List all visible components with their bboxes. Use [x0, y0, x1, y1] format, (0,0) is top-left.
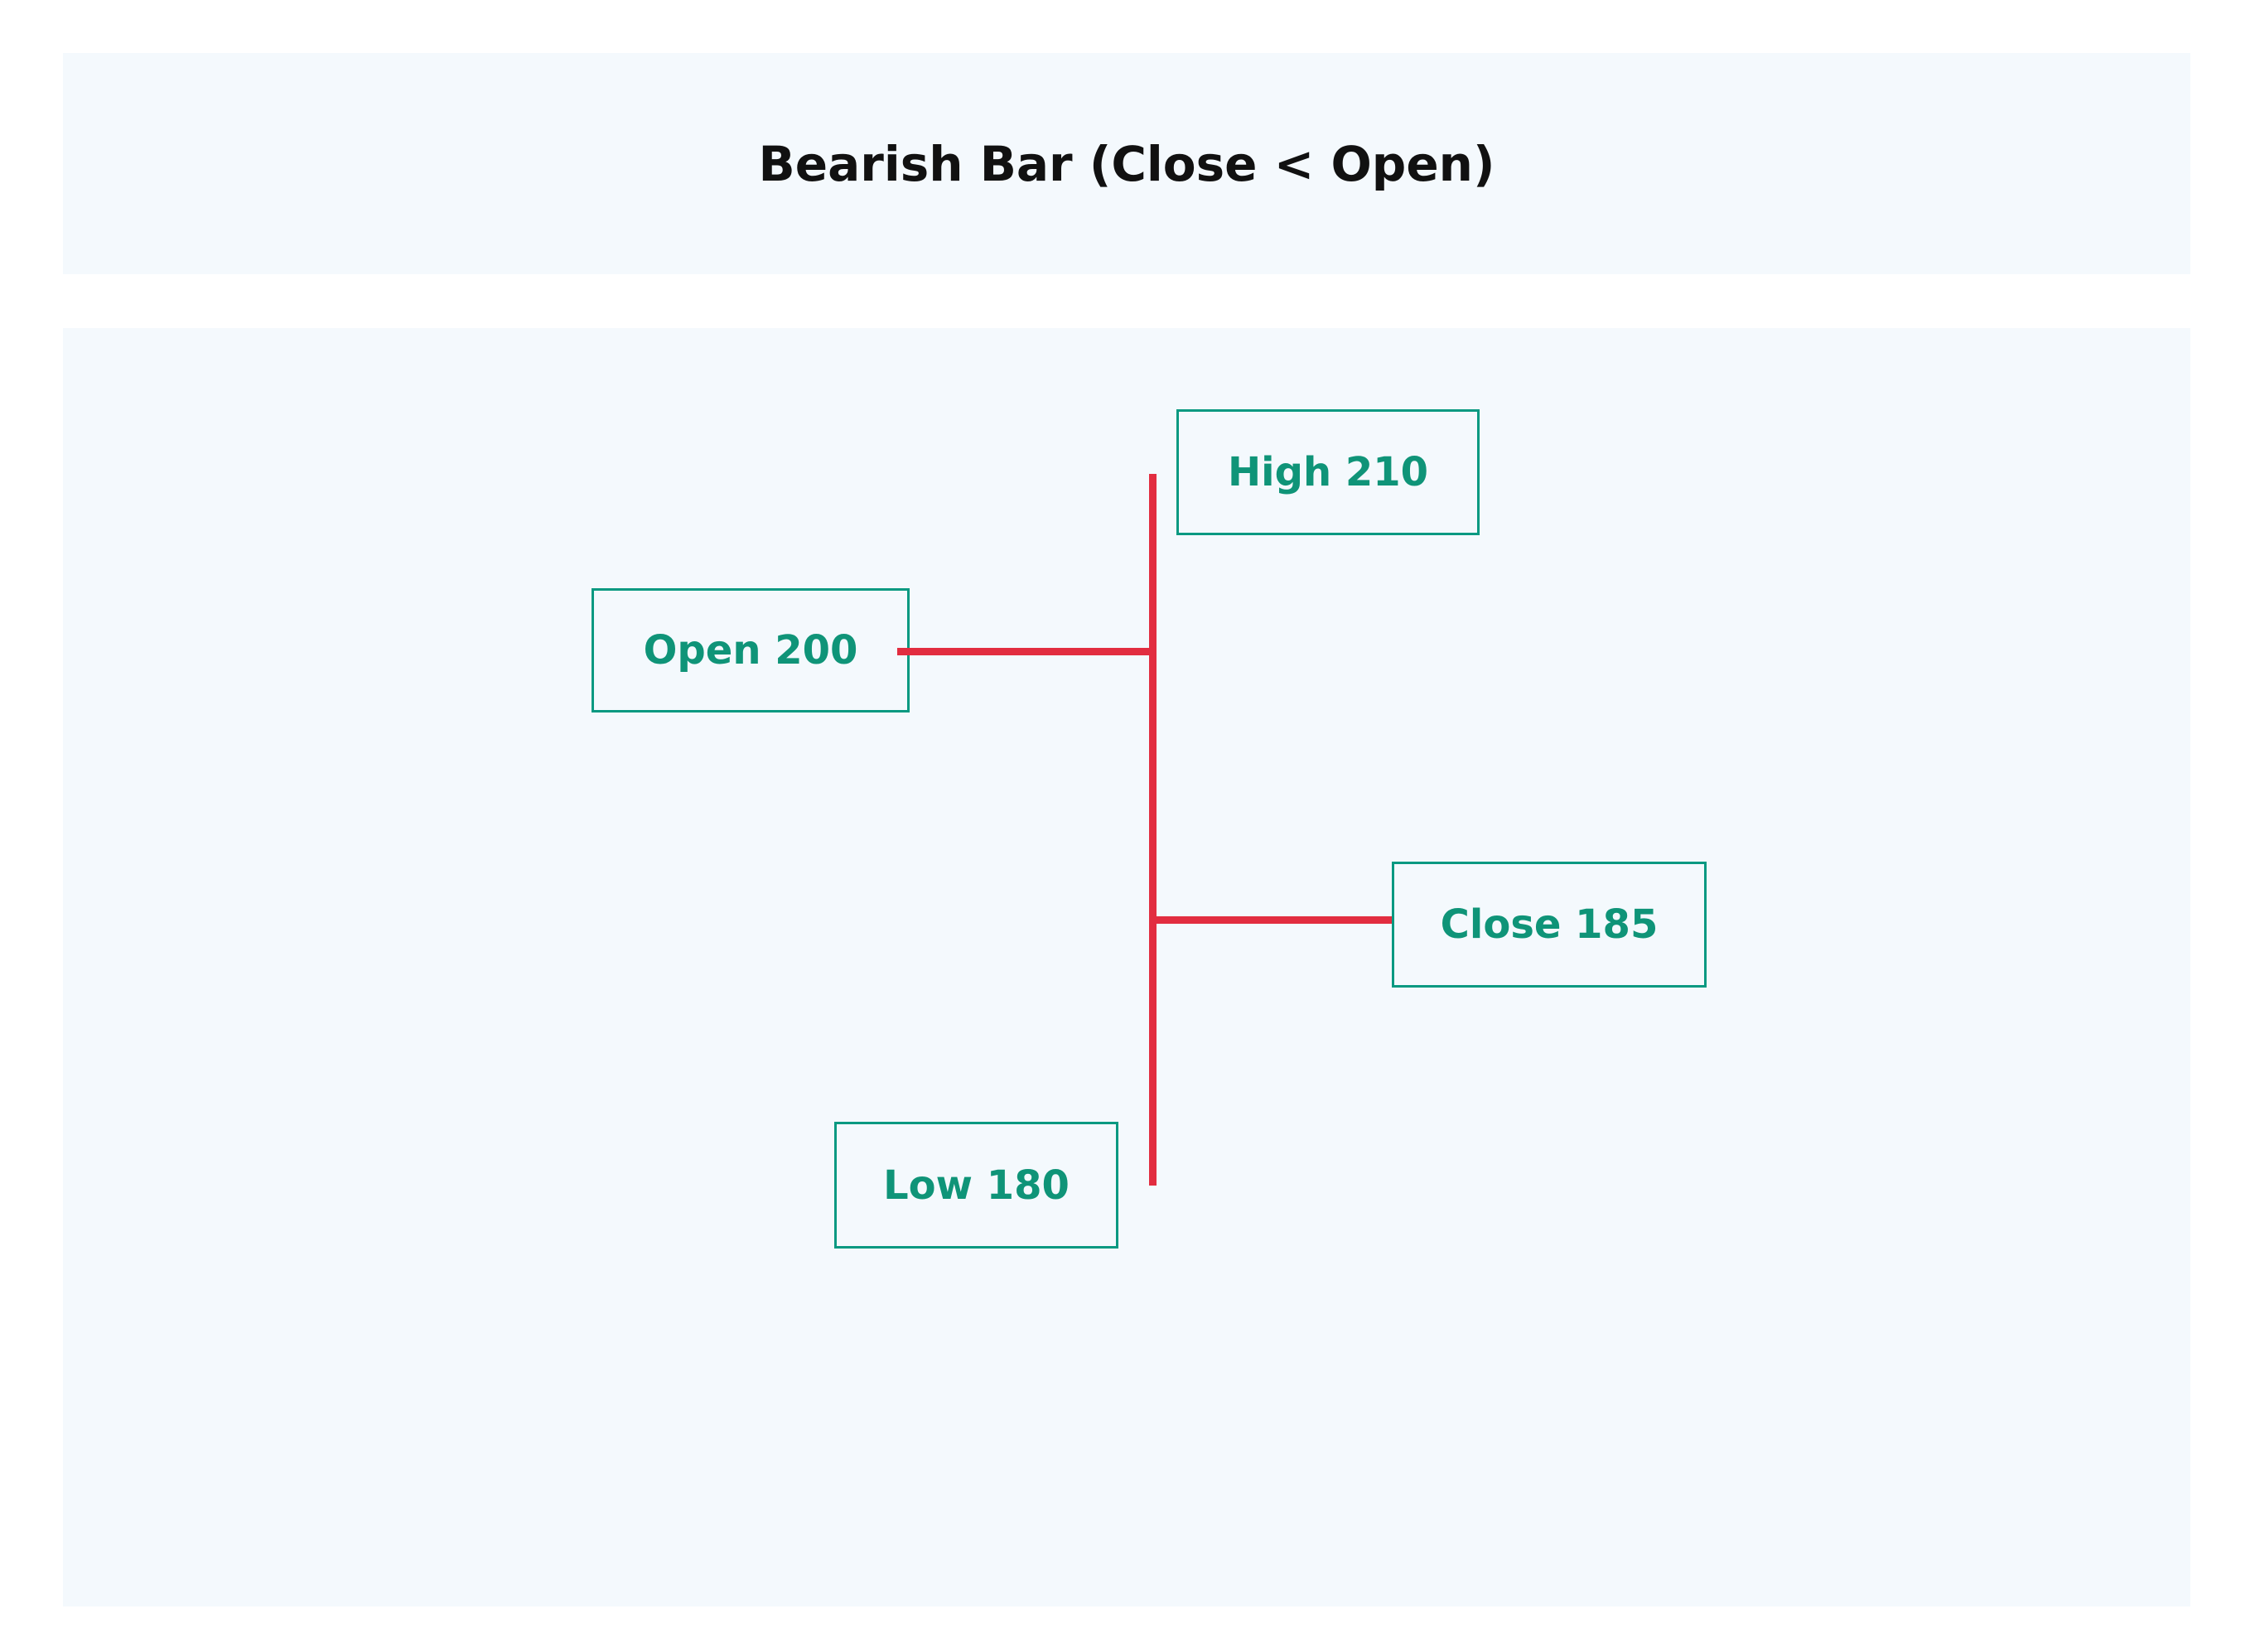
- close-label-box: Close 185: [1392, 862, 1707, 988]
- page-title: Bearish Bar (Close < Open): [758, 135, 1495, 192]
- open-label-box: Open 200: [592, 588, 910, 712]
- open-tick-line: [897, 648, 1157, 655]
- high-label-box: High 210: [1176, 409, 1480, 535]
- close-tick-line: [1149, 916, 1392, 924]
- low-label: Low 180: [883, 1162, 1070, 1209]
- title-panel: Bearish Bar (Close < Open): [63, 53, 2190, 274]
- high-label: High 210: [1227, 449, 1429, 495]
- close-label: Close 185: [1440, 901, 1659, 948]
- diagram-panel: High 210 Open 200 Close 185 Low 180: [63, 328, 2190, 1606]
- ohlc-vertical-bar: [1149, 474, 1157, 1186]
- open-label: Open 200: [643, 627, 858, 674]
- low-label-box: Low 180: [834, 1122, 1118, 1249]
